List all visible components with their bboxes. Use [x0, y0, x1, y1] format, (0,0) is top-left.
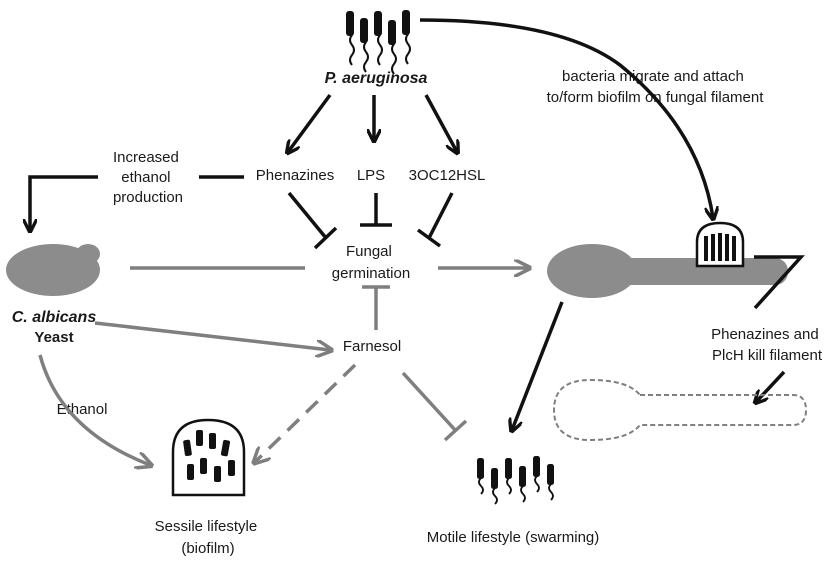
p-aeruginosa-label: P. aeruginosa — [325, 70, 428, 87]
farnesol-label: Farnesol — [343, 338, 401, 355]
lps-label: LPS — [357, 167, 385, 184]
c-albicans-label: C. albicans — [12, 309, 97, 326]
sessile-lifestyle-label: Sessile lifestyle (biofilm) — [155, 518, 262, 557]
arrow-kill-to-dead-filament — [756, 370, 786, 402]
inhibit-farnesol-motile — [401, 371, 468, 442]
inhibit-farnesol-germination — [362, 285, 390, 330]
increased-ethanol-label: Increased ethanol production — [113, 149, 183, 206]
dashed-farnesol-to-sessile — [255, 363, 357, 462]
inhibit-phenazines-germination — [287, 191, 338, 250]
inhibit-filament-bracket — [753, 255, 805, 310]
motile-lifestyle-label: Motile lifestyle (swarming) — [427, 529, 600, 546]
dead-filament-icon — [552, 378, 808, 442]
arrow-pa-to-3oc12hsl — [424, 94, 457, 152]
inhibit-3oc12hsl-germination — [416, 192, 454, 248]
yeast-cell-icon — [6, 244, 100, 296]
bacteria-cluster-icon — [346, 10, 411, 75]
phenazines-plch-label: Phenazines and PlcH kill filament — [711, 326, 823, 364]
phenazines-label: Phenazines — [256, 167, 334, 184]
arrow-yeast-to-farnesol — [94, 321, 330, 350]
fungal-germination-label: Fungal germination — [332, 243, 410, 282]
inhibit-lps-germination — [360, 193, 392, 227]
arrow-filament-to-motile — [512, 301, 564, 430]
oc12hsl-label: 3OC12HSL — [409, 167, 486, 184]
arrow-ethanol-to-yeast — [30, 175, 98, 230]
arrow-pa-to-phenazines — [288, 93, 332, 152]
arrow-yeast-ethanol-to-sessile — [38, 354, 150, 465]
filament-biofilm-icon — [695, 221, 745, 268]
fungal-filament-icon — [547, 244, 788, 298]
yeast-label: Yeast — [34, 329, 73, 346]
arrow-bacteria-to-filament — [419, 18, 713, 218]
biofilm-icon — [171, 418, 246, 497]
motile-bacteria-icon — [477, 456, 554, 505]
